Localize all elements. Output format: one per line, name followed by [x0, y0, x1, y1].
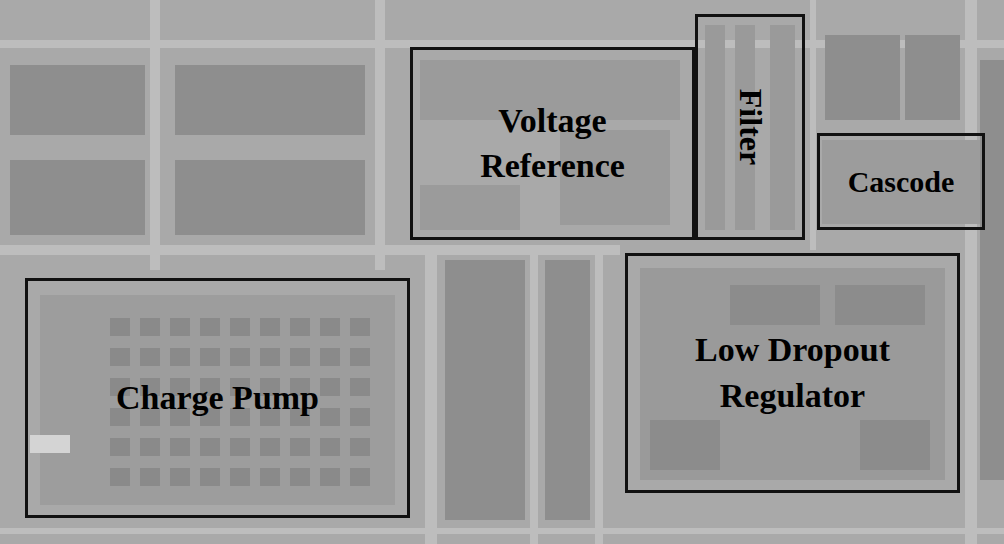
circuit-block: Cascode	[817, 133, 985, 230]
block-label: Filter	[728, 89, 771, 165]
block-label: Cascode	[848, 161, 955, 202]
block-label: Low Dropout Regulator	[658, 327, 928, 419]
circuit-block: Voltage Reference	[410, 47, 695, 240]
circuit-block: Charge Pump	[25, 278, 410, 518]
block-label: Charge Pump	[116, 375, 319, 421]
block-label: Voltage Reference	[443, 98, 663, 190]
circuit-block: Filter	[695, 14, 805, 240]
circuit-block: Low Dropout Regulator	[625, 253, 960, 493]
